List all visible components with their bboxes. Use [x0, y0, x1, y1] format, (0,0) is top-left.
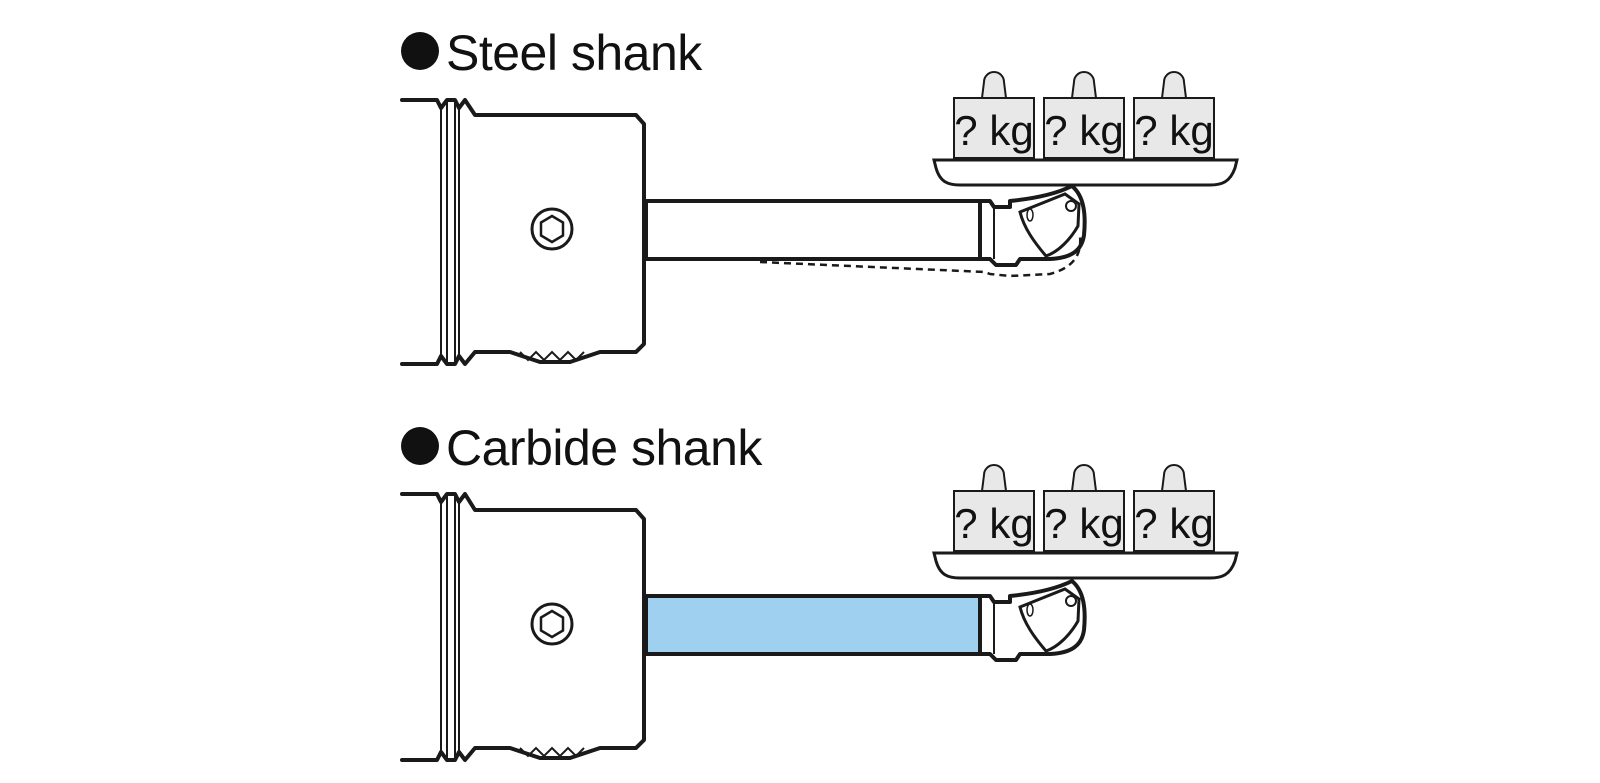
- deflection-outline: [759, 235, 1082, 278]
- panel-steel: Steel shank: [400, 25, 1239, 366]
- bullet-dot-icon: [401, 427, 439, 465]
- weight-label: ? kg: [1044, 500, 1123, 547]
- load-tray: [932, 158, 1239, 187]
- weight-icon: ? kg: [1043, 71, 1125, 159]
- cutting-head: [978, 184, 1087, 267]
- load-tray: [932, 551, 1239, 580]
- weight-label: ? kg: [954, 500, 1033, 547]
- tool-holder: [400, 492, 646, 762]
- panel-title: Steel shank: [446, 25, 703, 81]
- weight-icon: ? kg: [1133, 464, 1215, 552]
- insert-icon: [1018, 192, 1081, 258]
- weight-label: ? kg: [1134, 500, 1213, 547]
- weight-label: ? kg: [1134, 107, 1213, 154]
- boring-bar-shank: [644, 199, 982, 261]
- boring-bar-shank: [644, 594, 982, 656]
- cutting-head: [978, 579, 1087, 662]
- hex-socket-icon: [530, 207, 574, 251]
- panel-title: Carbide shank: [446, 420, 763, 476]
- hex-socket-icon: [530, 602, 574, 646]
- weight-icon: ? kg: [953, 71, 1035, 159]
- panel-carbide: Carbide shank: [400, 420, 1239, 762]
- weight-icon: ? kg: [953, 464, 1035, 552]
- weight-label: ? kg: [954, 107, 1033, 154]
- tool-holder: [400, 98, 646, 366]
- weight-icon: ? kg: [1133, 71, 1215, 159]
- insert-icon: [1018, 587, 1081, 653]
- weight-label: ? kg: [1044, 107, 1123, 154]
- bullet-dot-icon: [401, 32, 439, 70]
- weight-icon: ? kg: [1043, 464, 1125, 552]
